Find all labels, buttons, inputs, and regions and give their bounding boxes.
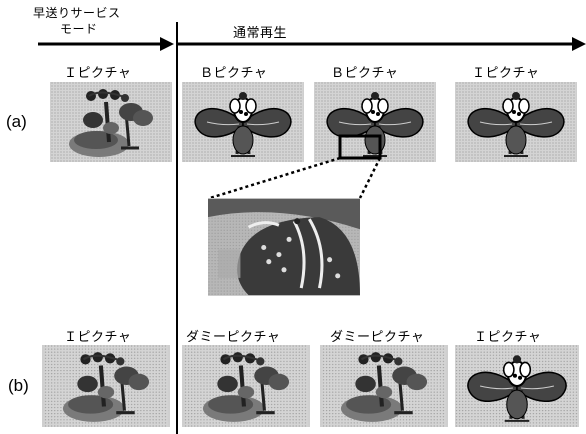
mode-divider-line [176, 22, 178, 434]
fast-forward-mode-label-line2: モード [60, 22, 98, 36]
row-b-frame4-image [455, 345, 579, 427]
row-a-frame3-image [314, 82, 436, 162]
row-a-frame4-caption: Ｉピクチャ [472, 66, 540, 81]
row-a-frame1-image [50, 82, 172, 162]
row-b-label: (b) [8, 376, 29, 395]
normal-playback-label: 通常再生 [233, 26, 288, 41]
row-b-frame1-caption: Ｉピクチャ [64, 330, 132, 345]
zoom-inset-image [208, 198, 360, 296]
row-a-frame4-image [455, 82, 577, 162]
row-a-frame2-image [182, 82, 304, 162]
row-a-label: (a) [6, 112, 27, 131]
row-b-frame4-caption: Ｉピクチャ [474, 330, 542, 345]
row-b-frame3-image [320, 345, 448, 427]
row-b-frame2-caption: ダミーピクチャ [186, 330, 281, 345]
row-b-frame1-image [42, 345, 170, 427]
row-a-frame3-caption: Ｂピクチャ [331, 66, 399, 81]
row-a-frame2-caption: Ｂピクチャ [200, 66, 268, 81]
normal-playback-arrow [178, 37, 586, 51]
fast-forward-arrow [38, 37, 174, 51]
row-a-frame1-caption: Ｉピクチャ [64, 66, 132, 81]
fast-forward-mode-label-line1: 早送りサービス [33, 6, 121, 20]
row-b-frame2-image [182, 345, 310, 427]
zoom-callout-lines [209, 134, 382, 200]
row-b-frame3-caption: ダミーピクチャ [330, 330, 425, 345]
